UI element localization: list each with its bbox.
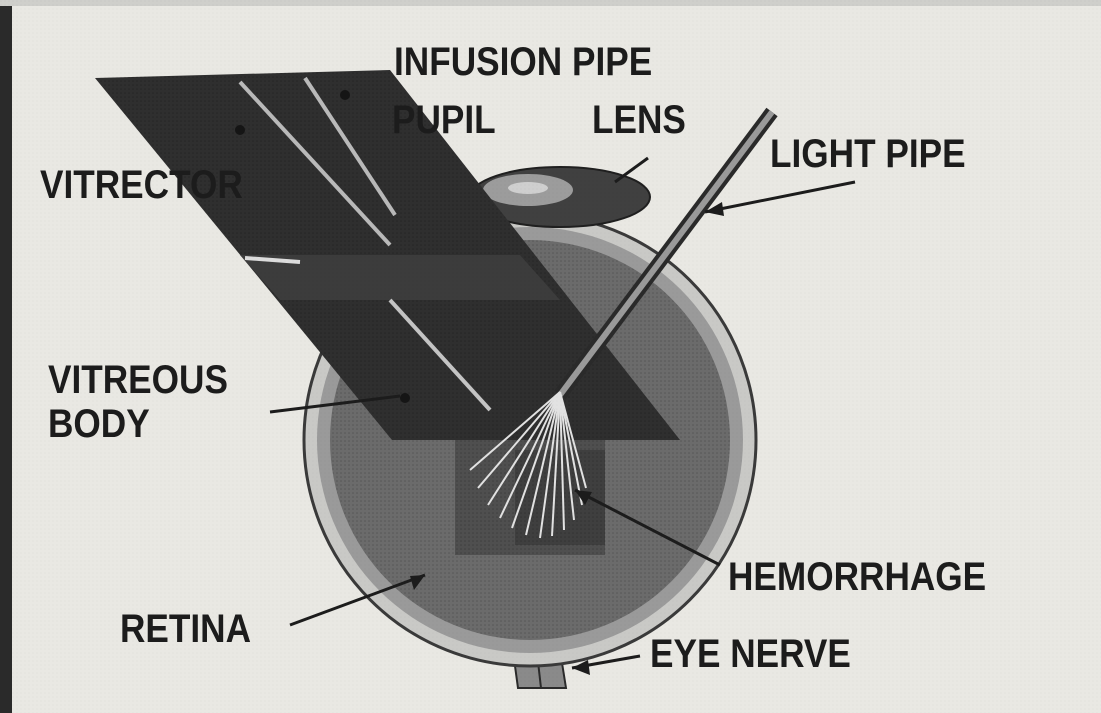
label-eye-nerve: EYE NERVE [650, 632, 851, 676]
label-hemorrhage: HEMORRHAGE [728, 555, 986, 599]
label-vitreous-body-line2: BODY [48, 402, 228, 446]
label-vitreous-body: VITREOUS BODY [48, 358, 228, 446]
label-retina: RETINA [120, 607, 251, 651]
label-light-pipe: LIGHT PIPE [770, 132, 966, 176]
label-vitreous-body-line1: VITREOUS [48, 358, 228, 402]
label-pupil: PUPIL [392, 98, 496, 142]
label-infusion-pipe: INFUSION PIPE [394, 40, 652, 84]
label-vitrector: VITRECTOR [40, 163, 243, 207]
label-lens: LENS [592, 98, 686, 142]
